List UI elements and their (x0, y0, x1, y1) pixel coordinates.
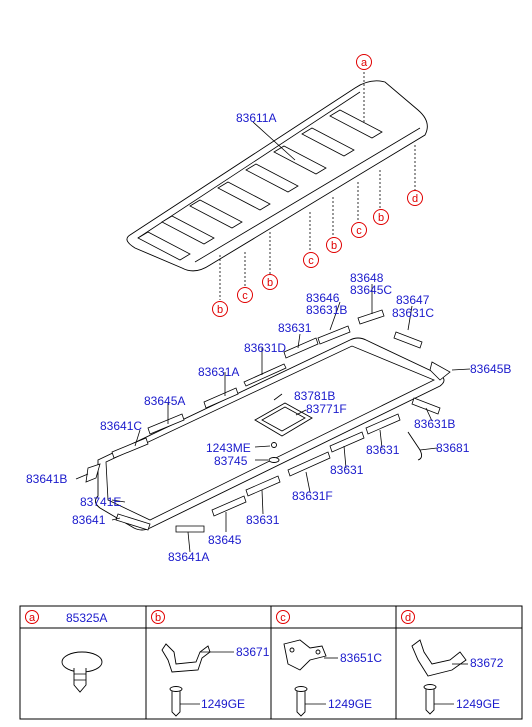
legend-part-83651C: 83651C (340, 651, 382, 665)
svg-text:b: b (331, 240, 337, 252)
roof-cover-assembly (126, 72, 428, 300)
svg-text:b: b (155, 612, 161, 624)
legend-table: a 85325A b c d 83671 1249GE (19, 605, 523, 720)
label-83646: 83646 (306, 291, 340, 305)
svg-text:a: a (361, 57, 368, 69)
svg-text:b: b (267, 277, 273, 289)
svg-text:d: d (412, 193, 418, 205)
label-83745: 83745 (214, 454, 248, 468)
svg-text:c: c (280, 612, 286, 624)
label-83641C: 83641C (100, 419, 142, 433)
svg-text:d: d (405, 612, 411, 624)
label-1243ME: 1243ME (206, 441, 251, 455)
label-83645B: 83645B (470, 362, 511, 376)
svg-text:c: c (356, 225, 362, 237)
legend-header-a: a 85325A (25, 610, 107, 625)
legend-screw-c: 1249GE (328, 697, 372, 711)
label-83648: 83648 (350, 271, 384, 285)
callout-b-1: b (373, 209, 389, 225)
label-83645A: 83645A (144, 394, 185, 408)
label-83611A: 83611A (236, 111, 276, 125)
callout-c-3: c (237, 287, 253, 303)
trim-strips (85, 309, 451, 533)
label-83781B: 83781B (294, 389, 335, 403)
bracket-d-icon (411, 639, 467, 715)
svg-text:c: c (242, 290, 248, 302)
base-frame (95, 337, 445, 531)
callout-b-4: b (212, 301, 228, 317)
label-83645: 83645 (208, 533, 242, 547)
label-83681: 83681 (436, 441, 470, 455)
callout-b-3: b (262, 274, 278, 290)
bracket-c-icon (283, 639, 327, 717)
leader-lines (75, 284, 471, 553)
svg-text:a: a (29, 612, 36, 624)
label-83645C: 83645C (350, 283, 392, 297)
legend-screw-b: 1249GE (201, 697, 245, 711)
label-83641: 83641 (72, 513, 106, 527)
label-83631B-top: 83631B (306, 303, 347, 317)
label-83631-d: 83631 (246, 513, 280, 527)
push-clip-icon (61, 651, 103, 693)
legend-screw-d: 1249GE (456, 697, 500, 711)
callout-a-top: a (356, 54, 372, 70)
callout-c-2: c (303, 252, 319, 268)
label-83631F: 83631F (292, 489, 333, 503)
svg-text:b: b (378, 212, 384, 224)
callout-d-1: d (407, 190, 423, 206)
legend-part-85325A: 85325A (66, 611, 107, 625)
label-83631-c: 83631 (330, 463, 364, 477)
bracket-b-icon (161, 643, 211, 717)
legend-header-b: b (151, 610, 165, 624)
label-83631D: 83631D (244, 341, 286, 355)
svg-text:b: b (217, 304, 223, 316)
label-83631A: 83631A (198, 365, 239, 379)
legend-header-d: d (401, 610, 415, 624)
label-83741E: 83741E (80, 495, 121, 509)
svg-text:c: c (308, 255, 314, 267)
callout-c-1: c (351, 222, 367, 238)
label-83641B: 83641B (26, 472, 67, 486)
label-83771F: 83771F (306, 402, 347, 416)
legend-header-c: c (276, 610, 290, 624)
label-83631B-right: 83631B (414, 417, 455, 431)
legend-part-83671: 83671 (236, 645, 270, 659)
callout-b-2: b (326, 237, 342, 253)
label-83631-b: 83631 (366, 443, 400, 457)
label-83647: 83647 (396, 293, 430, 307)
label-83641A: 83641A (168, 550, 209, 564)
legend-part-83672: 83672 (470, 656, 504, 670)
label-83631-a: 83631 (278, 321, 312, 335)
label-83631C: 83631C (392, 306, 434, 320)
